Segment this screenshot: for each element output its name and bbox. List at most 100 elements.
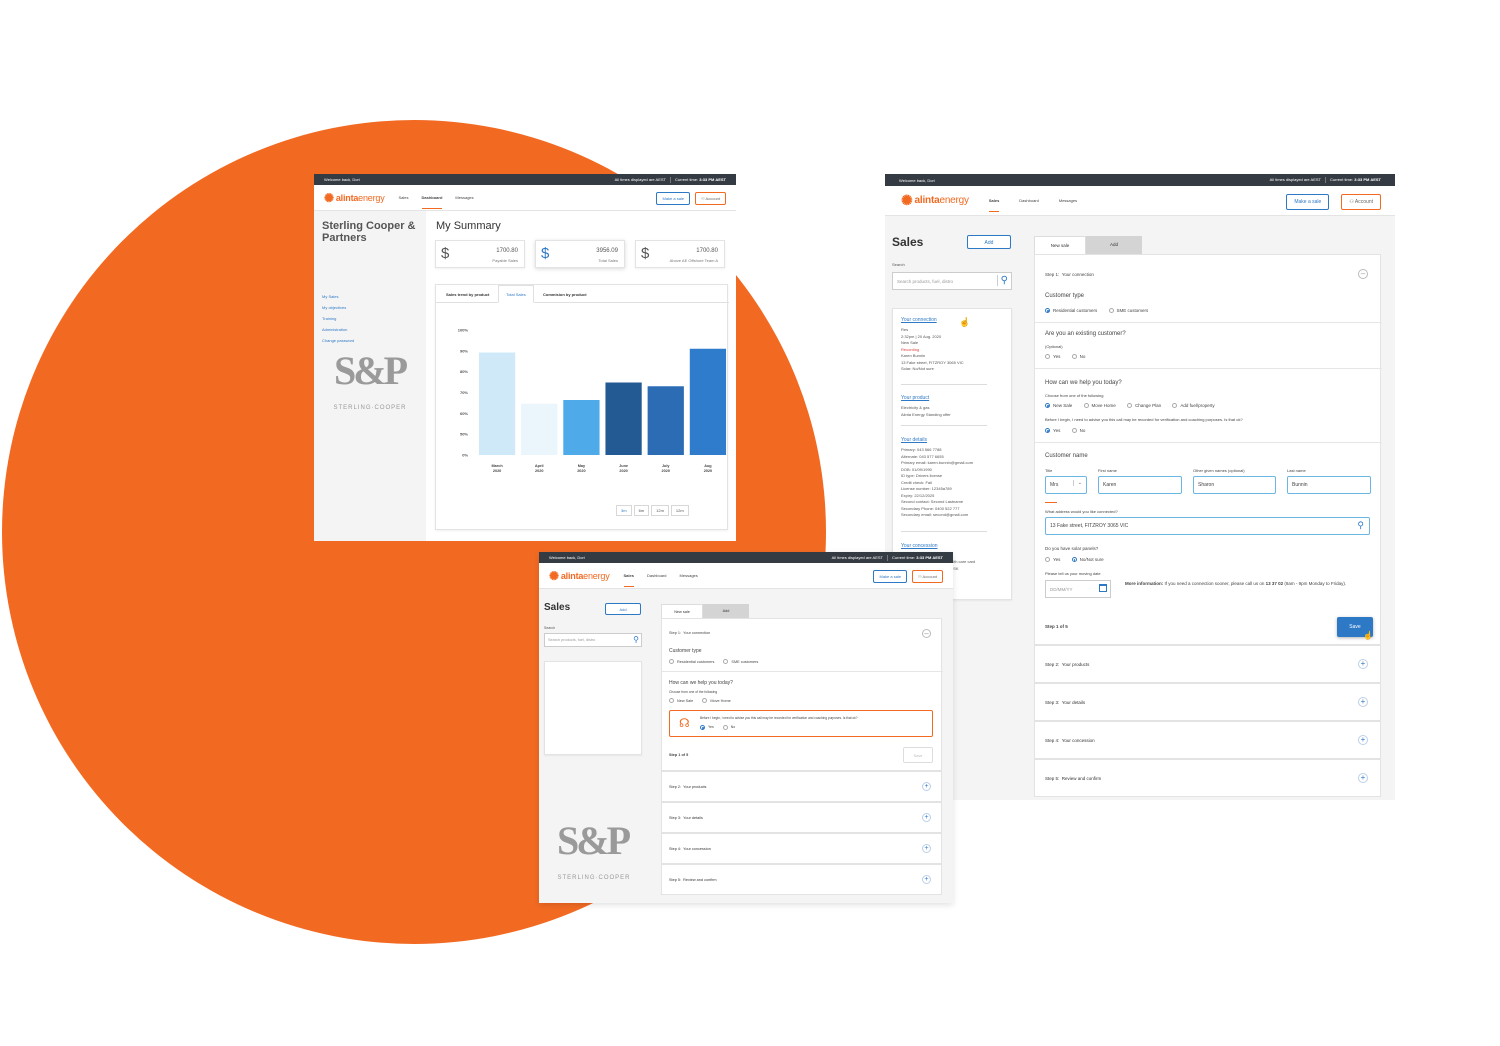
tab-new-sale[interactable]: New sale xyxy=(1034,236,1086,254)
menu-my-sales[interactable]: My Sales xyxy=(322,294,339,299)
expand-plus-icon[interactable]: + xyxy=(1358,735,1368,745)
tab-commission[interactable]: Commision by product xyxy=(543,292,587,297)
menu-my-objectives[interactable]: My objectives xyxy=(322,305,347,310)
nav-sales[interactable]: Sales xyxy=(623,565,634,587)
step5-row[interactable]: Step 5: Review and confirm + xyxy=(1034,759,1381,797)
nav-dashboard[interactable]: Dashboard xyxy=(1019,197,1039,203)
summary-concession-link[interactable]: Your concession xyxy=(901,543,938,549)
expand-plus-icon[interactable]: + xyxy=(922,813,931,822)
brand-name: alinta xyxy=(560,570,584,581)
menu-change-password[interactable]: Change password xyxy=(322,338,355,343)
make-sale-button[interactable]: Make a sale xyxy=(873,570,908,583)
search-icon[interactable]: ⚲ xyxy=(996,275,1008,286)
radio-residential[interactable]: Residential customers xyxy=(1045,308,1097,314)
step3-row[interactable]: Step 3: Your details + xyxy=(661,802,942,833)
search-input[interactable]: Search products, fuel, distro xyxy=(897,279,954,284)
nav-dashboard[interactable]: Dashboard xyxy=(646,572,667,578)
radio-record-no[interactable]: No xyxy=(1071,428,1085,434)
expand-plus-icon[interactable]: + xyxy=(1358,697,1368,707)
search-input[interactable]: Search products, fuel, distro xyxy=(548,638,596,642)
expand-plus-icon[interactable]: + xyxy=(1358,659,1368,669)
bar[interactable] xyxy=(605,382,642,456)
radio-move-home[interactable]: Move Home xyxy=(1083,403,1116,409)
radio-sme[interactable]: SME customers xyxy=(723,659,758,664)
expand-plus-icon[interactable]: + xyxy=(922,782,931,791)
make-sale-button[interactable]: Make a sale xyxy=(1286,194,1330,210)
summary-connection-link[interactable]: Your connection xyxy=(901,317,937,323)
search-icon[interactable]: ⚲ xyxy=(1357,520,1364,530)
menu-administration[interactable]: Administration xyxy=(322,327,348,332)
save-button-disabled[interactable]: Save xyxy=(903,747,933,763)
title-select[interactable]: Mrs ⌄ xyxy=(1045,476,1087,494)
summary-details-link[interactable]: Your details xyxy=(901,437,927,443)
range-6m[interactable]: 6m xyxy=(633,505,650,516)
range-12m[interactable]: 12m xyxy=(651,505,669,516)
radio-existing-no[interactable]: No xyxy=(1071,354,1085,360)
step4-row[interactable]: Step 4: Your concession + xyxy=(661,833,942,864)
moving-date-field[interactable]: DD/MM/YY xyxy=(1045,580,1111,598)
radio-record-yes[interactable]: Yes xyxy=(1045,428,1060,434)
tab-add[interactable]: Add xyxy=(1086,236,1142,254)
radio-solar-no[interactable]: No/Not sure xyxy=(1071,557,1104,563)
tab-new-sale[interactable]: New sale xyxy=(661,604,703,618)
account-button[interactable]: ⚇ Account xyxy=(695,192,726,205)
bar[interactable] xyxy=(478,352,516,456)
radio-new-sale[interactable]: New Sale xyxy=(1045,403,1072,409)
last-name-field[interactable]: Bunnin xyxy=(1287,476,1371,494)
summary-line: Credit check: Fail xyxy=(901,479,932,485)
step3-row[interactable]: Step 3: Your details + xyxy=(1034,683,1381,721)
save-button[interactable]: Save xyxy=(1337,617,1373,637)
radio-existing-yes[interactable]: Yes xyxy=(1045,354,1060,360)
first-name-field[interactable]: Karen xyxy=(1098,476,1182,494)
step2-row[interactable]: Step 2: Your products + xyxy=(1034,645,1381,683)
radio-solar-yes[interactable]: Yes xyxy=(1045,557,1060,563)
radio-sme[interactable]: SME customers xyxy=(1108,308,1148,314)
tab-sales-trend[interactable]: Sales trend by product xyxy=(446,292,490,297)
radio-change-plan[interactable]: Change Plan xyxy=(1127,403,1161,409)
radio-residential[interactable]: Residential customers xyxy=(669,659,714,664)
bar[interactable] xyxy=(521,403,558,455)
expand-plus-icon[interactable]: + xyxy=(922,875,931,884)
summary-product-link[interactable]: Your product xyxy=(901,395,930,401)
step4-row[interactable]: Step 4: Your concession + xyxy=(1034,721,1381,759)
make-sale-button[interactable]: Make a sale xyxy=(656,192,691,205)
range-12m-alt[interactable]: 12m xyxy=(670,505,689,516)
other-names-field[interactable]: Sharon xyxy=(1193,476,1276,494)
account-button[interactable]: ⚇ Account xyxy=(1341,194,1381,210)
nav-messages[interactable]: Messages xyxy=(1058,197,1078,203)
nav-messages[interactable]: Messages xyxy=(455,194,474,200)
calendar-icon[interactable] xyxy=(1099,584,1107,592)
bar[interactable] xyxy=(647,386,684,455)
add-button[interactable]: Add xyxy=(605,603,641,615)
nav-sales[interactable]: Sales xyxy=(988,190,1000,212)
collapse-icon[interactable]: – xyxy=(922,629,931,638)
collapse-icon[interactable]: – xyxy=(1358,269,1368,279)
nav-messages[interactable]: Messages xyxy=(679,572,698,578)
bar[interactable] xyxy=(689,348,727,455)
expand-plus-icon[interactable]: + xyxy=(922,844,931,853)
add-button[interactable]: Add xyxy=(967,235,1011,249)
address-field[interactable]: 13 Fake street, FITZROY 3065 VIC ⚲ xyxy=(1045,517,1370,535)
tab-total-sales[interactable]: Total Sales xyxy=(498,285,534,303)
radio-new-sale[interactable]: New Sale xyxy=(669,698,693,703)
menu-training[interactable]: Training xyxy=(322,316,337,321)
expand-plus-icon[interactable]: + xyxy=(1358,773,1368,783)
range-3m[interactable]: 3m xyxy=(616,505,632,516)
nav-sales[interactable]: Sales xyxy=(398,194,409,200)
nav-dashboard[interactable]: Dashboard xyxy=(421,187,443,209)
search-icon[interactable]: ⚲ xyxy=(633,635,639,644)
radio-move-home[interactable]: Move Home xyxy=(702,698,731,703)
radio-record-no[interactable]: No xyxy=(722,725,735,730)
radio-record-yes[interactable]: Yes xyxy=(700,725,714,730)
tab-add[interactable]: Add xyxy=(703,604,749,618)
bar[interactable] xyxy=(563,400,600,455)
account-button[interactable]: ⚇ Account xyxy=(912,570,943,583)
radio-add-fuel[interactable]: Add fuel/property xyxy=(1172,403,1215,409)
step5-row[interactable]: Step 5: Review and confirm + xyxy=(661,864,942,895)
stat-card-total[interactable]: $ 3956.09 Total Sales xyxy=(535,240,625,268)
summary-line: Solar: No/Not sure xyxy=(901,366,934,371)
step2-row[interactable]: Step 2: Your products + xyxy=(661,771,942,802)
